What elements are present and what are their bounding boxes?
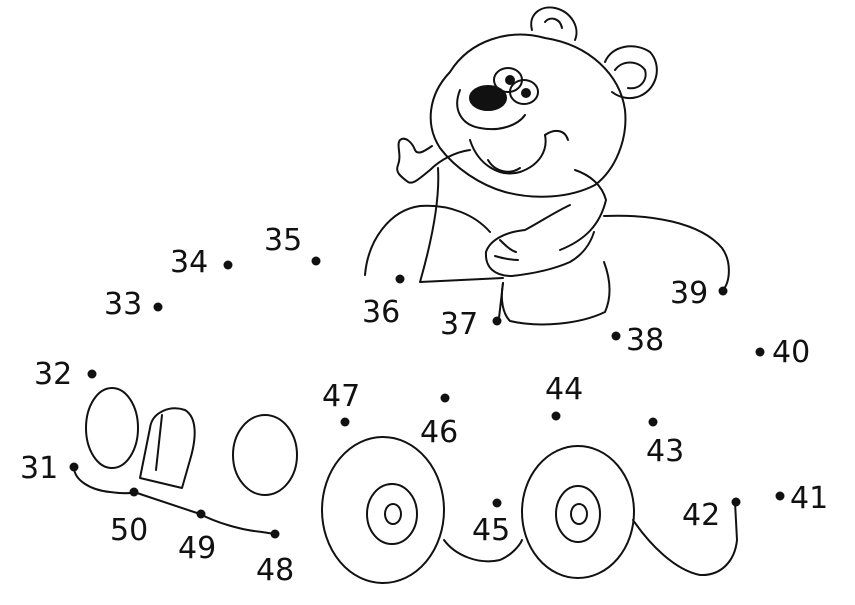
dot-label-39: 39 [670, 276, 708, 311]
bear-ear-right [604, 45, 658, 100]
dot-label-33: 33 [104, 287, 142, 322]
bear-mouth [469, 134, 547, 175]
car-window-2 [139, 407, 196, 489]
dot-label-49: 49 [178, 531, 216, 566]
bear-body-side [559, 169, 607, 251]
dot-32 [87, 369, 97, 379]
dot-47 [340, 417, 350, 427]
car-chassis-rear [632, 501, 738, 577]
car-rear-curve [603, 214, 730, 291]
bear-cheek [544, 129, 569, 141]
bear-snout [456, 89, 526, 131]
bear-body [500, 261, 611, 326]
car-wheel-rear [521, 445, 635, 579]
dot-label-40: 40 [772, 335, 810, 370]
dot-label-34: 34 [170, 245, 208, 280]
dot-label-37: 37 [440, 307, 478, 342]
dot-label-42: 42 [682, 498, 720, 533]
dot-49 [196, 509, 206, 519]
dot-39 [718, 286, 728, 296]
dot-label-45: 45 [472, 513, 510, 548]
dot-45 [492, 498, 502, 508]
dot-50 [129, 487, 139, 497]
car-chassis-bottom [443, 539, 523, 563]
car-seat-line [498, 282, 504, 319]
bear-sleeve [419, 167, 504, 283]
bear-ear-right-inner [614, 61, 647, 90]
car-window-3 [232, 414, 298, 496]
dot-label-48: 48 [256, 553, 294, 588]
car-drawing [73, 214, 738, 584]
car-wheel-rear-hub [570, 503, 588, 525]
dot-46 [440, 393, 450, 403]
steering-wheel [364, 204, 491, 276]
dot-48 [270, 529, 280, 539]
dot-label-41: 41 [790, 481, 828, 516]
dot-34 [223, 260, 233, 270]
dot-label-50: 50 [110, 513, 148, 548]
dot-37 [492, 316, 502, 326]
car-window-2-line [155, 414, 163, 471]
dot-44 [551, 411, 561, 421]
dot-label-35: 35 [264, 223, 302, 258]
dot-41 [775, 491, 785, 501]
bear-pupil-left [505, 75, 515, 85]
dot-label-38: 38 [626, 323, 664, 358]
car-wheel-front-rim [366, 483, 418, 545]
bear-hand-fingers [494, 239, 519, 261]
dot-43 [648, 417, 658, 427]
dot-label-36: 36 [362, 295, 400, 330]
bear-head [429, 33, 627, 198]
dot-label-43: 43 [646, 434, 684, 469]
bear-arm [484, 204, 595, 277]
car-wheel-rear-rim [555, 485, 601, 543]
dot-42 [731, 497, 741, 507]
dot-label-46: 46 [420, 415, 458, 450]
bear-drawing [364, 6, 658, 326]
dot-40 [755, 347, 765, 357]
dot-31 [69, 462, 79, 472]
car-wheel-front [321, 436, 445, 584]
bear-tongue [487, 159, 521, 173]
dot-36 [395, 274, 405, 284]
dot-label-44: 44 [545, 372, 583, 407]
dot-label-31: 31 [20, 451, 58, 486]
bear-pupil-right [521, 88, 531, 98]
bear-hair-tuft [530, 6, 578, 41]
car-front-bottom [73, 466, 276, 535]
dot-label-47: 47 [322, 379, 360, 414]
dot-33 [153, 302, 163, 312]
car-wheel-front-hub [384, 503, 402, 525]
bear-eye-right [509, 79, 539, 105]
car-window-1 [85, 387, 139, 469]
bear-pointing-arm [396, 137, 471, 184]
dot-38 [611, 331, 621, 341]
dot-35 [311, 256, 321, 266]
dot-label-32: 32 [34, 357, 72, 392]
bear-nose [469, 85, 507, 111]
